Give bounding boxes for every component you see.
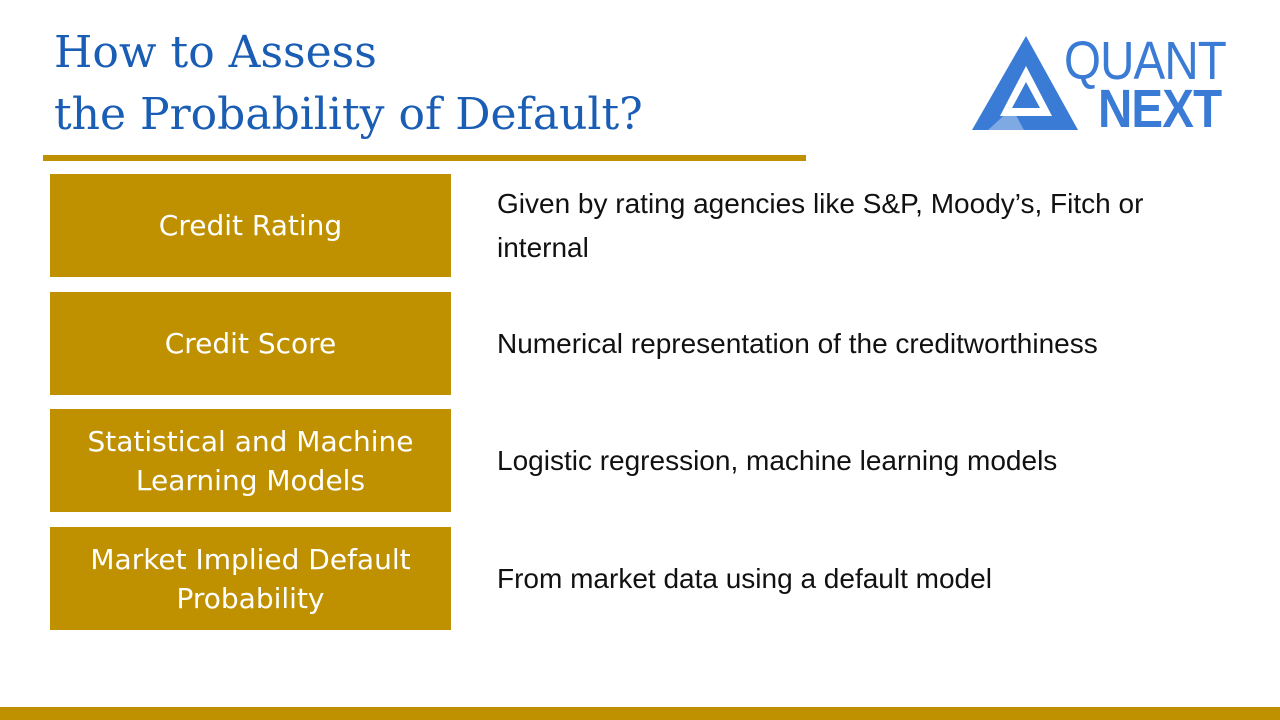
method-row: Credit Score Numerical representation of… (50, 292, 1250, 395)
slide-title: How to Assess the Probability of Default… (54, 22, 643, 146)
method-label: Credit Score (164, 327, 337, 360)
footer-bar (0, 707, 1280, 720)
triangle-logo-icon (972, 36, 1078, 130)
title-line-1: How to Assess (54, 27, 377, 78)
title-underline (43, 155, 806, 161)
method-description: Numerical representation of the creditwo… (497, 327, 1098, 359)
method-description: Logistic regression, machine learning mo… (497, 444, 1058, 476)
method-label-box: Credit Score (50, 292, 451, 395)
method-label: Statistical and Machine Learning Models (87, 424, 414, 497)
title-line-2: the Probability of Default? (54, 89, 643, 140)
method-description: Given by rating agencies like S&P, Moody… (497, 187, 1144, 263)
method-row: Market Implied Default Probability From … (50, 527, 1250, 630)
method-description: From market data using a default model (497, 562, 992, 594)
method-label: Market Implied Default Probability (90, 542, 411, 615)
method-label-box: Market Implied Default Probability (50, 527, 451, 630)
method-row: Statistical and Machine Learning Models … (50, 409, 1250, 512)
logo-text-quant: QUANT (1064, 31, 1227, 91)
method-row: Credit Rating Given by rating agencies l… (50, 174, 1250, 277)
method-label: Credit Rating (158, 209, 343, 242)
logo-text-next: NEXT (1098, 79, 1222, 139)
method-label-box: Statistical and Machine Learning Models (50, 409, 451, 512)
method-label-box: Credit Rating (50, 174, 451, 277)
